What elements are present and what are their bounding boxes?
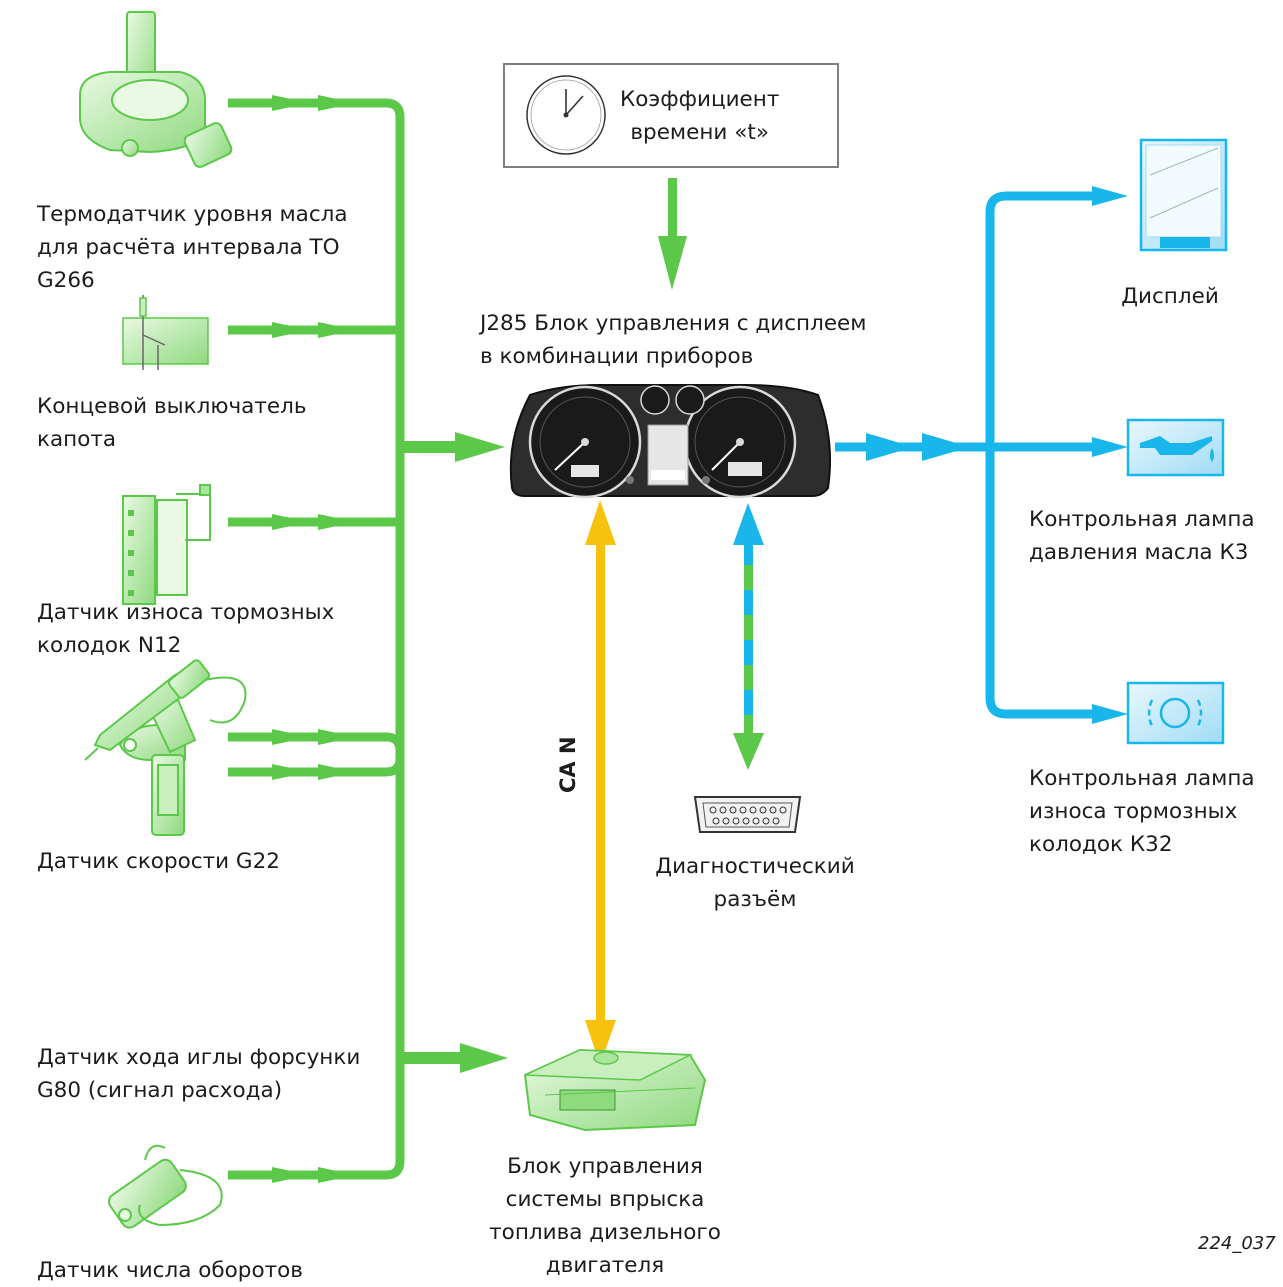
- hood-switch-line1: Концевой выключатель: [37, 394, 307, 419]
- oil-lamp-line1: Контрольная лампа: [1029, 507, 1255, 532]
- sensor-bus-lower: [228, 732, 470, 1180]
- brake-lamp-label: Контрольная лампа износа тормозных колод…: [1029, 762, 1255, 861]
- time-coefficient-box: [503, 63, 839, 168]
- oil-level-sensor-label: Термодатчик уровня масла для расчёта инт…: [37, 198, 348, 297]
- clock-box-line2: времени «t»: [630, 120, 769, 145]
- brake-lamp-line3: колодок К32: [1029, 832, 1173, 857]
- diag-connector-line1: Диагностический: [655, 854, 855, 879]
- oil-lamp-label: Контрольная лампа давления масла К3: [1029, 503, 1255, 569]
- clock-icon: [526, 75, 606, 155]
- oil-lamp-line2: давления масла К3: [1029, 540, 1249, 565]
- sensor-arrowheads-upper: [272, 95, 505, 780]
- obd-connector-icon: [693, 796, 802, 833]
- brake-wear-sensor-label: Датчик износа тормозных колодок N12: [37, 596, 334, 662]
- can-bus-label: CA N: [556, 736, 580, 793]
- time-signal-arrow: [658, 178, 687, 290]
- hood-switch-icon: [122, 295, 209, 370]
- instrument-cluster-icon: [509, 384, 832, 499]
- diagnostic-bus: [733, 503, 764, 770]
- j285-label: J285 Блок управления с дисплеем в комбин…: [480, 307, 867, 373]
- ecu-line2: системы впрыска: [505, 1187, 705, 1212]
- ecu-line3: топлива дизельного: [489, 1220, 721, 1245]
- brake-lamp-line1: Контрольная лампа: [1029, 766, 1255, 791]
- oil-level-line1: Термодатчик уровня масла: [37, 202, 348, 227]
- brake-lamp-line2: износа тормозных: [1029, 799, 1238, 824]
- ecu-icon: [523, 1048, 707, 1132]
- brake-pad-sensor-icon: [122, 484, 211, 605]
- rpm-line1: Датчик числа оборотов: [37, 1258, 303, 1283]
- output-arrowheads: [866, 186, 1128, 724]
- ecu-line1: Блок управления: [507, 1154, 703, 1179]
- brake-wear-line2: колодок N12: [37, 633, 182, 658]
- j285-line1: J285 Блок управления с дисплеем: [480, 311, 867, 336]
- ecu-line4: двигателя: [545, 1253, 665, 1278]
- hood-switch-line2: капота: [37, 427, 117, 452]
- clock-box-label: Коэффициент времени «t»: [620, 83, 779, 149]
- display-label: Дисплей: [1080, 280, 1260, 313]
- display-icon: [1139, 138, 1228, 252]
- needle-lift-line2: G80 (сигнал расхода): [37, 1078, 283, 1103]
- injector-sensor-icon: [84, 659, 247, 761]
- j285-line2: в комбинации приборов: [480, 344, 754, 369]
- ecu-label: Блок управления системы впрыска топлива …: [470, 1150, 740, 1282]
- diag-connector-label: Диагностический разъём: [630, 850, 880, 916]
- can-bus: [585, 500, 616, 1065]
- sensor-arrowheads-lower: [272, 729, 508, 1183]
- oil-level-line2: для расчёта интервала ТО: [37, 235, 340, 260]
- brake-wear-line1: Датчик износа тормозных: [37, 600, 335, 625]
- needle-lift-sensor-label: Датчик хода иглы форсунки G80 (сигнал ра…: [37, 1041, 360, 1107]
- oil-level-line3: G266: [37, 268, 95, 293]
- clock-box-line1: Коэффициент: [620, 87, 780, 112]
- figure-id: 224_037: [1198, 1233, 1276, 1254]
- display-line1: Дисплей: [1121, 284, 1219, 309]
- oil-level-sensor-icon: [79, 11, 233, 168]
- oil-pressure-icon: [1126, 418, 1225, 477]
- hood-switch-label: Концевой выключатель капота: [37, 390, 307, 456]
- speed-sensor-label: Датчик скорости G22: [37, 845, 280, 878]
- speed-line1: Датчик скорости G22: [37, 849, 280, 874]
- rpm-sensor-label: Датчик числа оборотов: [37, 1254, 303, 1287]
- needle-lift-line1: Датчик хода иглы форсунки: [37, 1045, 361, 1070]
- rpm-sensor-icon: [107, 1144, 223, 1229]
- diag-connector-line2: разъём: [713, 887, 797, 912]
- brake-wear-icon: [1126, 681, 1225, 745]
